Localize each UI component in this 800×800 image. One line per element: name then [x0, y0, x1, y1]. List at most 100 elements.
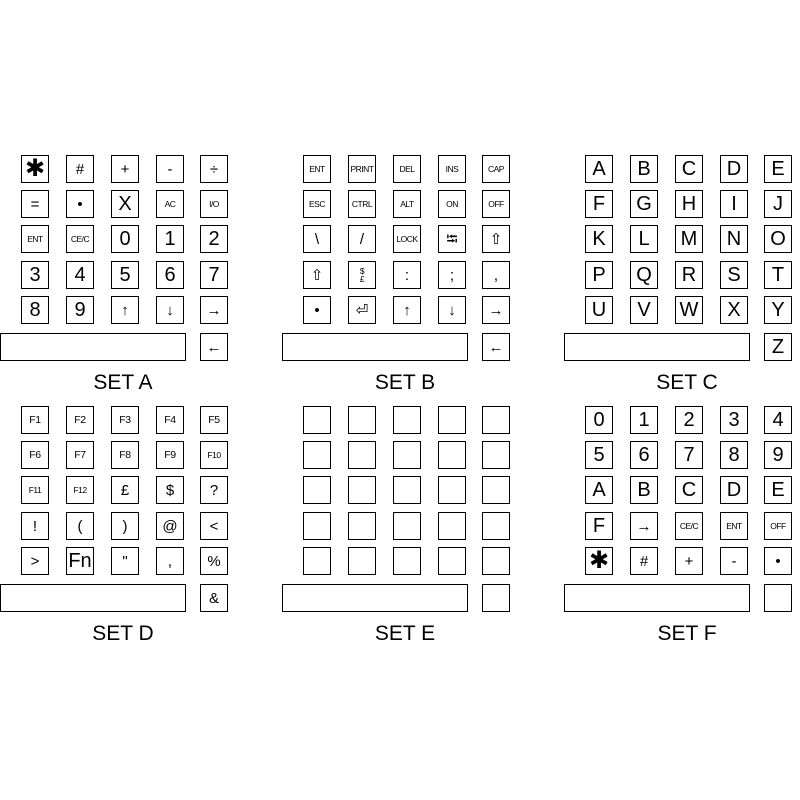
set-d-percent-key[interactable]: %: [200, 547, 228, 575]
set-a-8-key[interactable]: 8: [21, 296, 49, 324]
set-e-display-bar[interactable]: [282, 584, 468, 612]
set-b-shift-arrow-key[interactable]: ⇧: [482, 225, 510, 253]
set-d-at-key[interactable]: @: [156, 512, 184, 540]
set-c-g-key[interactable]: G: [630, 190, 658, 218]
set-c-w-key[interactable]: W: [675, 296, 703, 324]
set-f-6-key[interactable]: 6: [630, 441, 658, 469]
set-a-9-key[interactable]: 9: [66, 296, 94, 324]
set-c-m-key[interactable]: M: [675, 225, 703, 253]
set-e-blank-key-r2c2[interactable]: [348, 441, 376, 469]
set-f-a-key[interactable]: A: [585, 476, 613, 504]
set-f-e-key[interactable]: E: [764, 476, 792, 504]
set-f-c-key[interactable]: C: [675, 476, 703, 504]
set-a-right-arrow-key[interactable]: →: [200, 296, 228, 324]
set-a-equals-key[interactable]: =: [21, 190, 49, 218]
set-b-comma-key[interactable]: ,: [482, 261, 510, 289]
set-e-blank-key-r1c1[interactable]: [303, 406, 331, 434]
set-d-dollar-key[interactable]: $: [156, 476, 184, 504]
set-d-close-paren-key[interactable]: ): [111, 512, 139, 540]
set-a-i-o-key[interactable]: I/O: [200, 190, 228, 218]
set-d-f10-key[interactable]: F10: [200, 441, 228, 469]
set-d-f1-key[interactable]: F1: [21, 406, 49, 434]
set-b-right-arrow-key[interactable]: →: [482, 296, 510, 324]
set-a-divide-key[interactable]: ÷: [200, 155, 228, 183]
set-b-cap-key[interactable]: CAP: [482, 155, 510, 183]
set-b-dot-key[interactable]: •: [303, 296, 331, 324]
set-b-left-arrow-key[interactable]: ←: [482, 333, 510, 361]
set-c-u-key[interactable]: U: [585, 296, 613, 324]
set-c-p-key[interactable]: P: [585, 261, 613, 289]
set-f-d-key[interactable]: D: [720, 476, 748, 504]
set-b-shift-arrow-key[interactable]: ⇧: [303, 261, 331, 289]
set-c-l-key[interactable]: L: [630, 225, 658, 253]
set-a-ent-key[interactable]: ENT: [21, 225, 49, 253]
set-b-ent-key[interactable]: ENT: [303, 155, 331, 183]
set-c-display-bar[interactable]: [564, 333, 750, 361]
set-e-blank-key-r4c5[interactable]: [482, 512, 510, 540]
set-f-3-key[interactable]: 3: [720, 406, 748, 434]
set-e-blank-key-r3c3[interactable]: [393, 476, 421, 504]
set-f-4-key[interactable]: 4: [764, 406, 792, 434]
set-b-alt-key[interactable]: ALT: [393, 190, 421, 218]
set-d-less-than-key[interactable]: <: [200, 512, 228, 540]
set-b-return-key[interactable]: ⏎: [348, 296, 376, 324]
set-d-comma-key[interactable]: ,: [156, 547, 184, 575]
set-e-blank-extra-key[interactable]: [482, 584, 510, 612]
set-d-f9-key[interactable]: F9: [156, 441, 184, 469]
set-e-blank-key-r1c2[interactable]: [348, 406, 376, 434]
set-b-semicolon-key[interactable]: ;: [438, 261, 466, 289]
set-b-del-key[interactable]: DEL: [393, 155, 421, 183]
set-d-f5-key[interactable]: F5: [200, 406, 228, 434]
set-a-4-key[interactable]: 4: [66, 261, 94, 289]
set-a-display-bar[interactable]: [0, 333, 186, 361]
set-b-lock-key[interactable]: LOCK: [393, 225, 421, 253]
set-d-pound-key[interactable]: £: [111, 476, 139, 504]
set-f-asterisk-key[interactable]: ✱: [585, 547, 613, 575]
set-a-minus-key[interactable]: -: [156, 155, 184, 183]
set-c-b-key[interactable]: B: [630, 155, 658, 183]
set-a-3-key[interactable]: 3: [21, 261, 49, 289]
set-a-left-arrow-key[interactable]: ←: [200, 333, 228, 361]
set-f-right-arrow-key[interactable]: →: [630, 512, 658, 540]
set-b-colon-key[interactable]: :: [393, 261, 421, 289]
set-c-v-key[interactable]: V: [630, 296, 658, 324]
set-b-tab-key[interactable]: ⭾: [438, 225, 466, 253]
set-e-blank-key-r5c2[interactable]: [348, 547, 376, 575]
set-f-minus-key[interactable]: -: [720, 547, 748, 575]
set-e-blank-key-r2c1[interactable]: [303, 441, 331, 469]
set-b-backslash-key[interactable]: \: [303, 225, 331, 253]
set-e-blank-key-r3c4[interactable]: [438, 476, 466, 504]
set-f-display-bar[interactable]: [564, 584, 750, 612]
set-d-quote-key[interactable]: ": [111, 547, 139, 575]
set-e-blank-key-r2c3[interactable]: [393, 441, 421, 469]
set-b-dollar-pound-key[interactable]: $ £: [348, 261, 376, 289]
set-f-8-key[interactable]: 8: [720, 441, 748, 469]
set-d-greater-than-key[interactable]: >: [21, 547, 49, 575]
set-c-o-key[interactable]: O: [764, 225, 792, 253]
set-f-dot-key[interactable]: •: [764, 547, 792, 575]
set-a-asterisk-key[interactable]: ✱: [21, 155, 49, 183]
set-b-print-key[interactable]: PRINT: [348, 155, 376, 183]
set-d-f4-key[interactable]: F4: [156, 406, 184, 434]
set-f-plus-key[interactable]: +: [675, 547, 703, 575]
set-e-blank-key-r2c4[interactable]: [438, 441, 466, 469]
set-c-h-key[interactable]: H: [675, 190, 703, 218]
set-b-slash-key[interactable]: /: [348, 225, 376, 253]
set-c-y-key[interactable]: Y: [764, 296, 792, 324]
set-c-i-key[interactable]: I: [720, 190, 748, 218]
set-e-blank-key-r4c3[interactable]: [393, 512, 421, 540]
set-c-r-key[interactable]: R: [675, 261, 703, 289]
set-a-dot-key[interactable]: •: [66, 190, 94, 218]
set-b-up-arrow-key[interactable]: ↑: [393, 296, 421, 324]
set-e-blank-key-r3c1[interactable]: [303, 476, 331, 504]
set-a-plus-key[interactable]: +: [111, 155, 139, 183]
set-d-question-key[interactable]: ?: [200, 476, 228, 504]
set-e-blank-key-r4c2[interactable]: [348, 512, 376, 540]
set-e-blank-key-r3c5[interactable]: [482, 476, 510, 504]
set-c-q-key[interactable]: Q: [630, 261, 658, 289]
set-f-5-key[interactable]: 5: [585, 441, 613, 469]
set-b-esc-key[interactable]: ESC: [303, 190, 331, 218]
set-f-ent-key[interactable]: ENT: [720, 512, 748, 540]
set-e-blank-key-r1c3[interactable]: [393, 406, 421, 434]
set-e-blank-key-r1c5[interactable]: [482, 406, 510, 434]
